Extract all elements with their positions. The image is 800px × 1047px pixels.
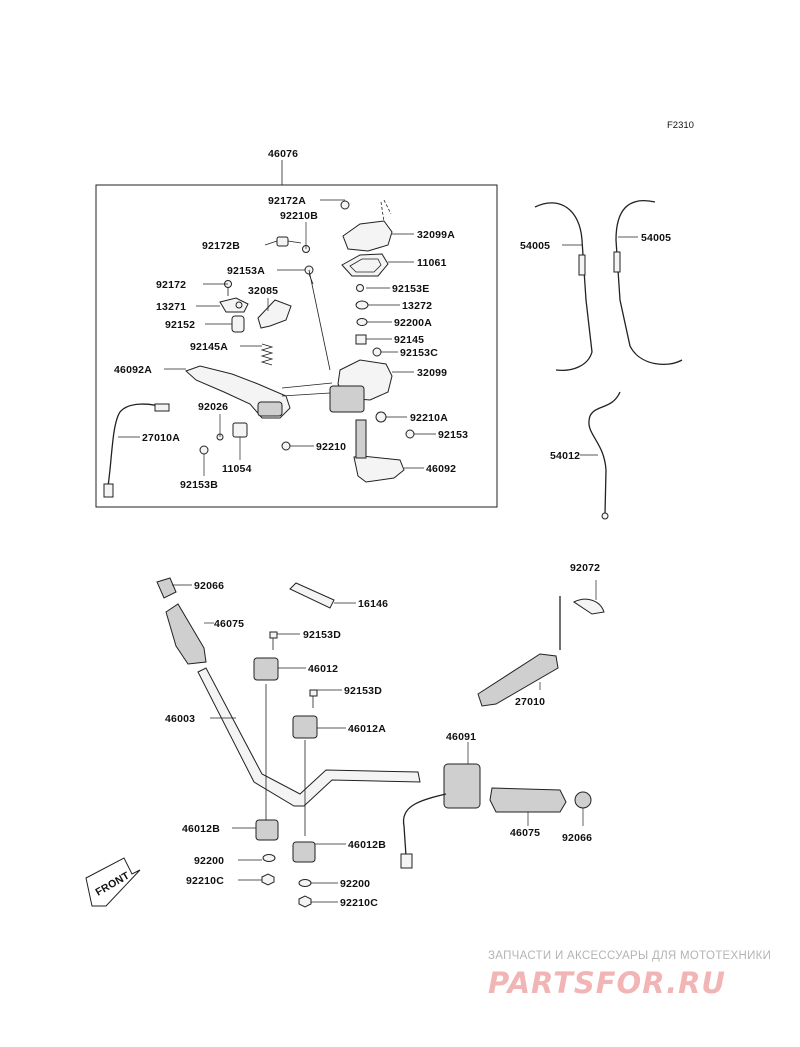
part-label: 92153D bbox=[344, 685, 382, 697]
part-labels: 46076 92172A 92210B 32099A 92172B 11061 … bbox=[114, 148, 671, 909]
left-grip-part bbox=[165, 603, 207, 665]
part-label: 92145A bbox=[190, 341, 228, 353]
part-label: 92026 bbox=[198, 401, 228, 413]
part-label: 46012A bbox=[348, 723, 386, 735]
part-label: 46003 bbox=[165, 713, 195, 725]
part-label: 54012 bbox=[550, 450, 580, 462]
part-label: 32099 bbox=[417, 367, 447, 379]
part-label: 92200 bbox=[194, 855, 224, 867]
part-label: 46091 bbox=[446, 731, 476, 743]
part-label: 27010A bbox=[142, 432, 180, 444]
part-label: 46012 bbox=[308, 663, 338, 675]
part-label: 92200 bbox=[340, 878, 370, 890]
part-label: 92066 bbox=[562, 832, 592, 844]
part-label: 27010 bbox=[515, 696, 545, 708]
clutch-switch-part bbox=[477, 653, 559, 707]
part-label: 92153D bbox=[303, 629, 341, 641]
throttle-tube-part bbox=[289, 582, 335, 609]
part-label: 92153E bbox=[392, 283, 429, 295]
part-label: 46012B bbox=[182, 823, 220, 835]
part-label: 54005 bbox=[641, 232, 671, 244]
part-label: 11054 bbox=[222, 463, 252, 475]
part-label: 92172B bbox=[202, 240, 240, 252]
part-label: 92153 bbox=[438, 429, 468, 441]
handlebar-part bbox=[197, 667, 421, 807]
part-label: 92210C bbox=[186, 875, 224, 887]
figure-reference: F2310 bbox=[667, 120, 694, 131]
part-label: 92153A bbox=[227, 265, 265, 277]
part-label: 92200A bbox=[394, 317, 432, 329]
part-label: 13271 bbox=[156, 301, 186, 313]
part-label: 92210 bbox=[316, 441, 346, 453]
throttle-housing-part bbox=[443, 763, 481, 809]
part-label: 46092 bbox=[426, 463, 456, 475]
part-label: 54005 bbox=[520, 240, 550, 252]
part-label: 92210A bbox=[410, 412, 448, 424]
throttle-cable-part bbox=[534, 202, 593, 372]
part-label: 16146 bbox=[358, 598, 388, 610]
part-label: 13272 bbox=[402, 300, 432, 312]
part-label: 92172A bbox=[268, 195, 306, 207]
part-label: 46075 bbox=[510, 827, 540, 839]
throttle-cable-part-2 bbox=[615, 200, 683, 366]
part-label: 11061 bbox=[417, 257, 447, 269]
choke-cable-part bbox=[588, 391, 621, 515]
assembly-label: 46076 bbox=[268, 148, 298, 160]
part-label: 92172 bbox=[156, 279, 186, 291]
part-label: 46012B bbox=[348, 839, 386, 851]
watermark-logo: PARTSFOR.RU bbox=[488, 966, 726, 1000]
throttle-lever-part bbox=[353, 455, 405, 483]
part-label: 92210C bbox=[340, 897, 378, 909]
part-label: 92210B bbox=[280, 210, 318, 222]
part-label: 32085 bbox=[248, 285, 278, 297]
watermark-caption: ЗАПЧАСТИ И АКСЕССУАРЫ ДЛЯ МОТОТЕХНИКИ bbox=[488, 950, 772, 962]
master-cylinder-cover-part bbox=[342, 220, 393, 252]
part-label: 46092A bbox=[114, 364, 152, 376]
part-label: 92066 bbox=[194, 580, 224, 592]
part-label: 92153C bbox=[400, 347, 438, 359]
part-label: 92145 bbox=[394, 334, 424, 346]
front-direction-arrow bbox=[85, 857, 141, 907]
part-label: 92072 bbox=[570, 562, 600, 574]
switch-cable-part bbox=[107, 403, 169, 487]
assembly-box bbox=[95, 184, 498, 508]
part-label: 92152 bbox=[165, 319, 195, 331]
part-label: 46075 bbox=[214, 618, 244, 630]
part-label: 92153B bbox=[180, 479, 218, 491]
part-label: 32099A bbox=[417, 229, 455, 241]
right-grip-part bbox=[489, 787, 567, 813]
